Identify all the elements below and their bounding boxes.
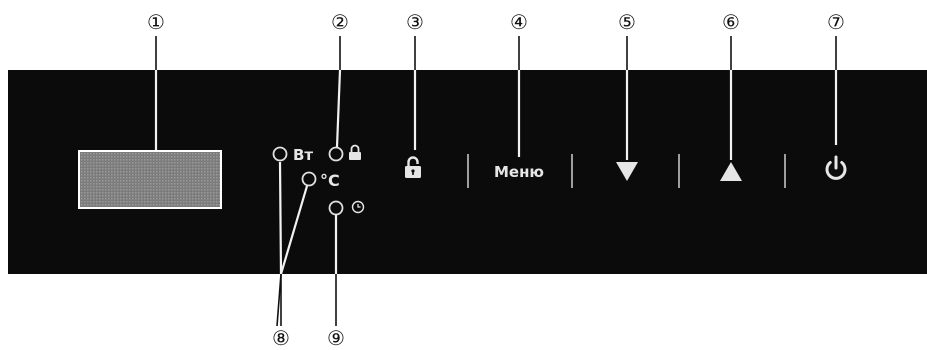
callout-6: ⑥ (722, 10, 740, 34)
callout-8: ⑧ (272, 326, 290, 350)
power-button[interactable] (825, 155, 847, 180)
triangle-up-icon (720, 162, 742, 181)
power-icon (825, 155, 847, 180)
callout-1: ① (147, 10, 165, 34)
callout-4: ④ (510, 10, 528, 34)
timer-indicator-led (328, 200, 344, 216)
menu-label: Меню (494, 163, 544, 181)
unlock-icon (405, 156, 421, 178)
callout-9: ⑨ (327, 326, 345, 350)
callout-5: ⑤ (618, 10, 636, 34)
lock-button[interactable] (405, 156, 421, 179)
lcd-display-icon (78, 150, 222, 209)
clock-icon (351, 200, 365, 214)
callout-leader-8b-panel (279, 185, 309, 275)
callout-3: ③ (406, 10, 424, 34)
down-button[interactable] (616, 162, 638, 181)
watts-label: Вт (293, 146, 313, 164)
watts-indicator-led (272, 146, 288, 162)
menu-button[interactable]: Меню (494, 163, 544, 181)
up-button[interactable] (720, 162, 742, 181)
celsius-indicator-led (301, 171, 317, 187)
callout-leader-8b (276, 273, 282, 327)
triangle-down-icon (616, 162, 638, 181)
display-window (78, 150, 222, 209)
callout-leader-8a-panel (278, 161, 283, 275)
celsius-label: °C (320, 171, 340, 190)
lock-indicator-led (328, 146, 344, 162)
padlock-icon (349, 144, 361, 160)
callout-7: ⑦ (827, 10, 845, 34)
callout-2: ② (331, 10, 349, 34)
indicator-group: Вт °C (272, 144, 365, 216)
callout-leader-2-panel (335, 69, 342, 148)
